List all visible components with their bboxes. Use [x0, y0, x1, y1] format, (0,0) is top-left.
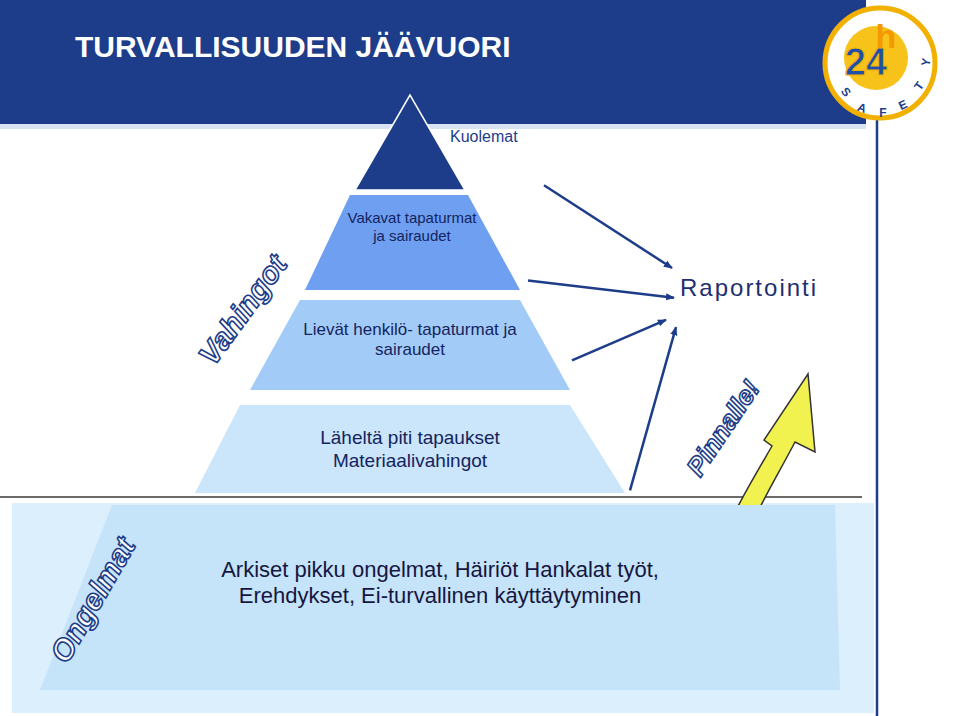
band-shape [195, 405, 625, 493]
header-strip [0, 124, 866, 129]
logo-letter: F [879, 107, 886, 119]
text-group: Lievät henkilö- tapaturmat ja sairaudet [290, 320, 530, 361]
band-fill [355, 95, 465, 190]
pyramid-band: Läheltä piti tapauksetMateriaalivahingot [195, 405, 625, 493]
text-group: Kuolemat [450, 127, 540, 146]
report-arrow [528, 281, 674, 298]
text-group: Vakavat tapaturmat ja sairaudet [342, 209, 482, 245]
band-fill [305, 195, 520, 290]
logo-ring [825, 8, 935, 118]
apex-triangle: Kuolemat [355, 95, 540, 190]
band-fill [250, 300, 570, 390]
node-text: Lievät henkilö- tapaturmat ja sairaudet [290, 320, 530, 361]
report-arrow [572, 320, 666, 360]
node-text: Materiaalivahingot [235, 450, 585, 473]
node-text: Raportointi [680, 274, 870, 303]
logo-letter: A [856, 101, 868, 115]
side-label: Pinnalle! [682, 376, 764, 480]
water-area [12, 503, 874, 713]
band-fill [40, 505, 840, 690]
pyramid-band: Lievät henkilö- tapaturmat ja sairaudet [250, 300, 570, 390]
base-band: Arkiset pikku ongelmat, Häiriöt Hankalat… [40, 505, 840, 690]
text-group: Arkiset pikku ongelmat, Häiriöt Hankalat… [220, 557, 660, 610]
report-arrow [544, 185, 672, 268]
water-line [0, 496, 862, 498]
header-bar [0, 0, 866, 124]
logo-letter: h [876, 19, 897, 53]
pyramid-band: Vakavat tapaturmat ja sairaudet [305, 195, 520, 290]
node-text: Kuolemat [450, 127, 540, 146]
side-line [876, 118, 879, 716]
text-group: Raportointi [680, 274, 870, 303]
logo-letter: E [897, 98, 909, 112]
logo-letter: T [912, 80, 926, 93]
node-text: Arkiset pikku ongelmat, Häiriöt Hankalat… [220, 557, 660, 610]
node-text: Vakavat tapaturmat ja sairaudet [342, 209, 482, 245]
report-arrow [630, 327, 676, 490]
node-text: Läheltä piti tapaukset [235, 427, 585, 450]
page-title: TURVALLISUUDEN JÄÄVUORI [75, 32, 511, 62]
text-group: Läheltä piti tapauksetMateriaalivahingot [235, 427, 585, 473]
band-fill [195, 405, 625, 493]
report-node: Raportointi [680, 272, 870, 309]
logo-letter: Y [919, 57, 932, 67]
logo-letter: S [839, 85, 853, 99]
